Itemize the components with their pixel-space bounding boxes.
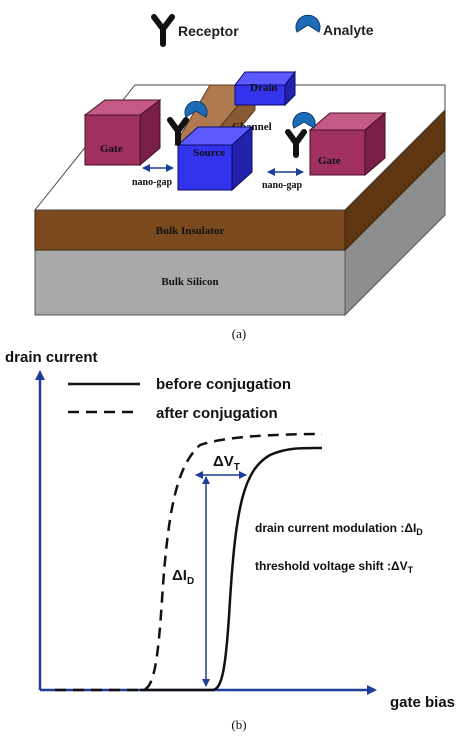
analyte-left-icon bbox=[184, 100, 208, 118]
gate-left-label: Gate bbox=[100, 143, 123, 155]
gate-right-label: Gate bbox=[318, 155, 341, 167]
legend-dashed-label: after conjugation bbox=[156, 405, 278, 422]
x-axis-label: gate bias bbox=[390, 694, 455, 711]
shift-annotation: threshold voltage shift :ΔVT bbox=[255, 559, 414, 575]
delta-vt-label: ΔVT bbox=[213, 453, 240, 473]
analyte-right-icon bbox=[292, 111, 316, 129]
drain-label: Drain bbox=[250, 82, 278, 94]
y-axis-label: drain current bbox=[5, 349, 98, 366]
drain: Drain bbox=[233, 70, 297, 107]
curve-before-conjugation bbox=[140, 446, 323, 692]
delta-id-label: ΔID bbox=[172, 567, 194, 587]
caption-a: (a) bbox=[232, 326, 246, 341]
caption-b: (b) bbox=[231, 717, 246, 732]
gate-right: Gate bbox=[308, 111, 387, 177]
receptor-legend-icon bbox=[151, 14, 175, 47]
receptor-left-icon bbox=[167, 117, 189, 146]
source-label: Source bbox=[193, 147, 225, 159]
device-schematic: Bulk Insulator Bulk Silicon Gate Gate Ch… bbox=[33, 70, 446, 317]
nanogap-right-label: nano-gap bbox=[262, 180, 302, 191]
gate-left: Gate bbox=[83, 99, 162, 167]
receptor-right-icon bbox=[285, 129, 307, 158]
analyte-legend-icon bbox=[295, 14, 321, 33]
analyte-label: Analyte bbox=[323, 22, 374, 38]
legend-top: Receptor Analyte bbox=[151, 14, 374, 47]
receptor-label: Receptor bbox=[178, 23, 239, 39]
modulation-annotation: drain current modulation :ΔID bbox=[255, 521, 423, 537]
characteristic-graph: drain current gate bias before conjugati… bbox=[5, 349, 455, 711]
bulk-silicon-label: Bulk Silicon bbox=[161, 276, 218, 288]
nanogap-left-label: nano-gap bbox=[132, 177, 172, 188]
bulk-insulator-label: Bulk Insulator bbox=[156, 225, 225, 237]
source: Source bbox=[176, 125, 254, 192]
legend-solid-label: before conjugation bbox=[156, 376, 291, 393]
curve-after-conjugation bbox=[55, 432, 323, 692]
